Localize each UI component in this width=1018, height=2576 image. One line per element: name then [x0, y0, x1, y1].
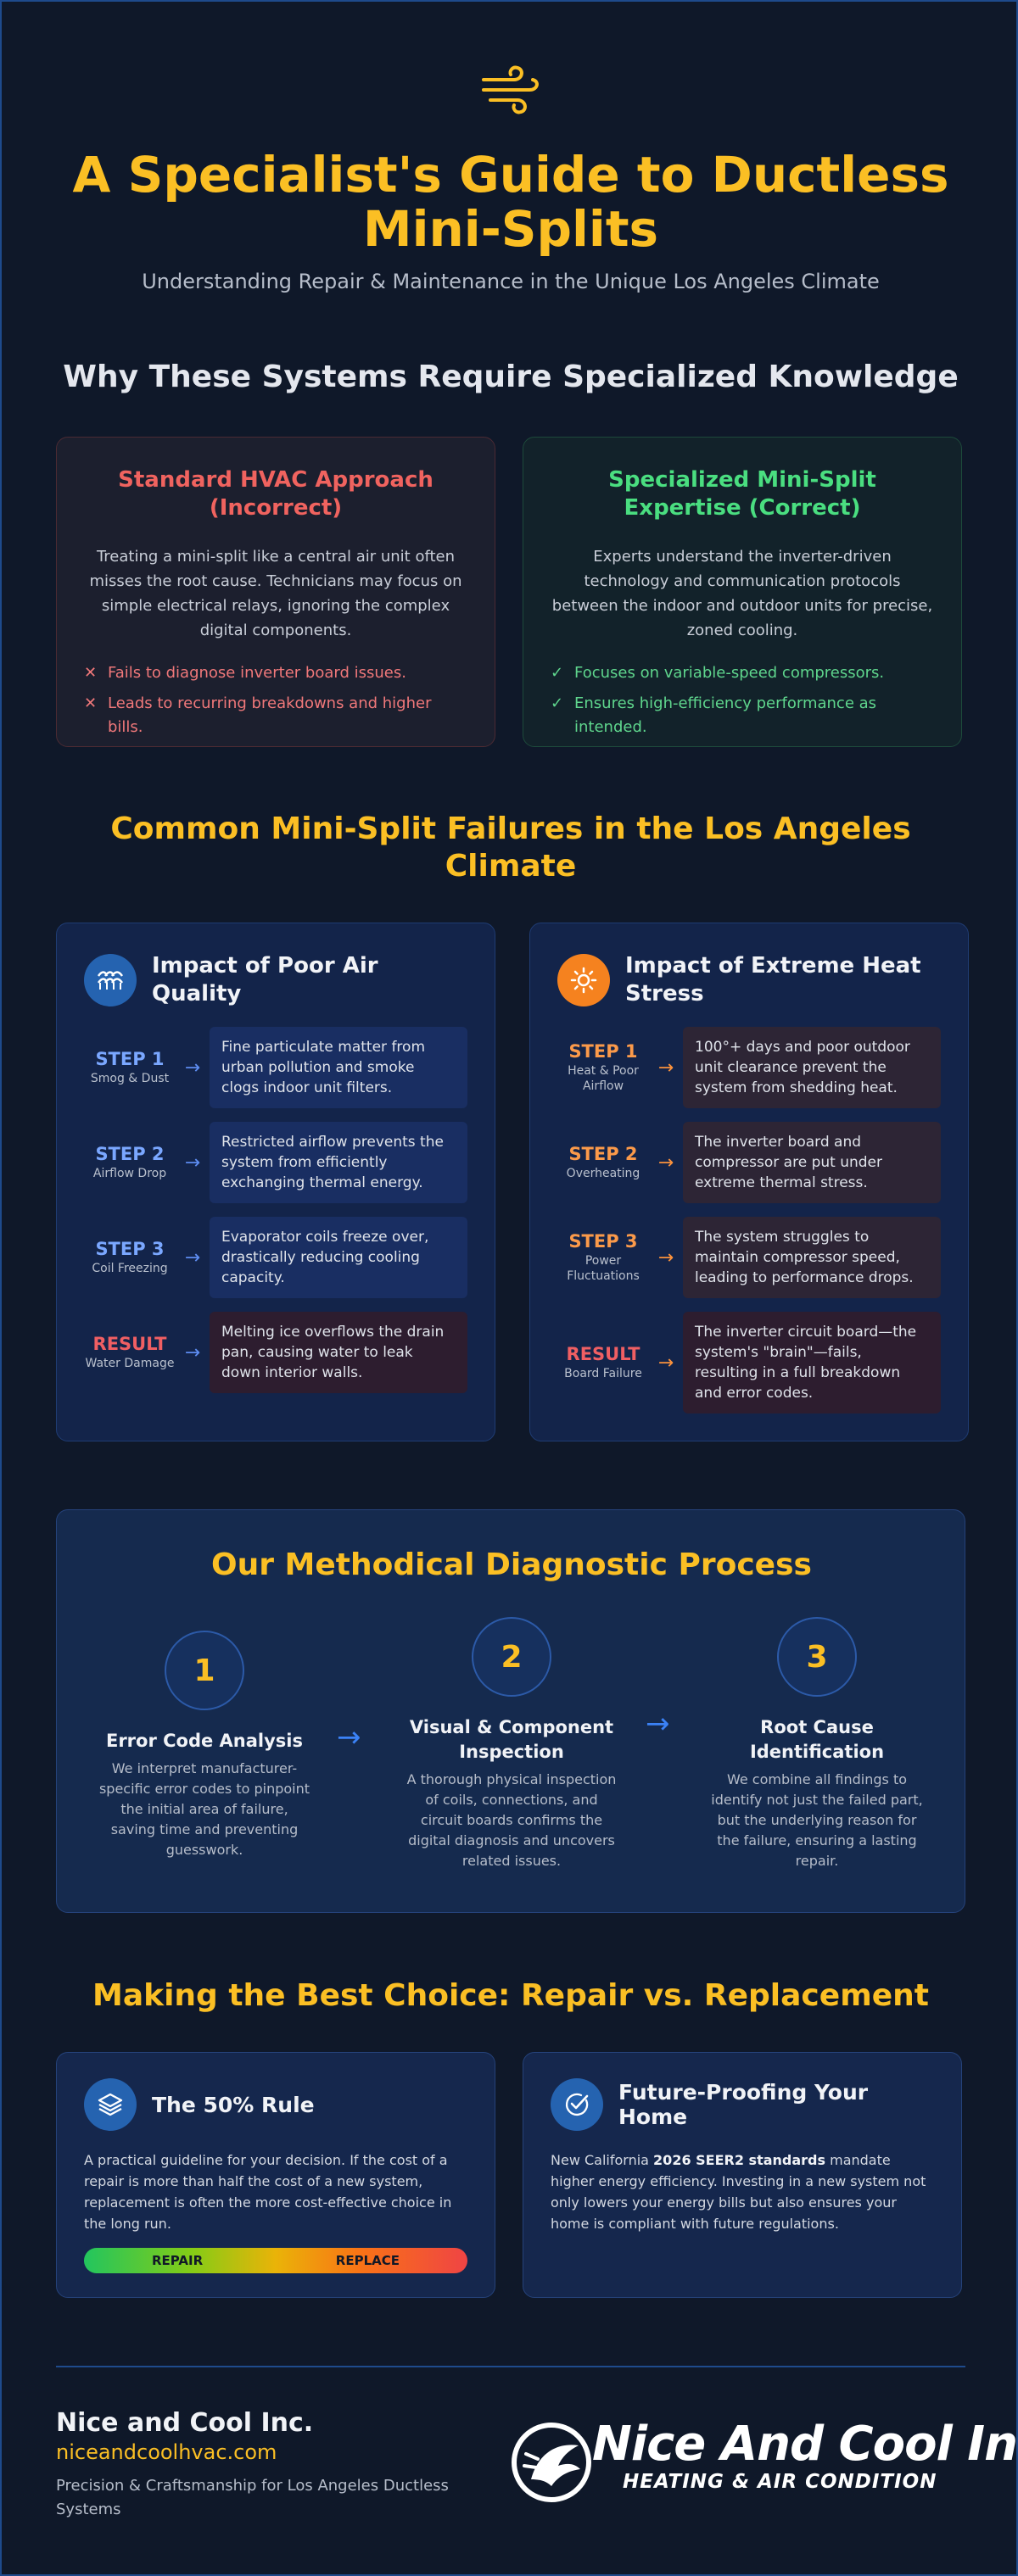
diagnostic-heading: Our Methodical Diagnostic Process: [211, 1547, 812, 1582]
arrow-right-icon: →: [657, 1057, 674, 1079]
footer-website-link[interactable]: niceandcoolhvac.com: [56, 2440, 277, 2464]
why-heading: Why These Systems Require Specialized Kn…: [63, 360, 959, 394]
specialized-expertise-points: ✓Focuses on variable-speed compressors. …: [551, 661, 934, 739]
check-circle-icon: [551, 2078, 603, 2131]
repair-replace-scale: REPAIR REPLACE: [84, 2248, 467, 2273]
check-icon: ✓: [551, 694, 564, 712]
arrow-right-icon: →: [184, 1057, 201, 1079]
failures-heading: Common Mini-Split Failures in the Los An…: [110, 811, 911, 884]
arrow-right-icon: →: [184, 1341, 201, 1363]
specialized-expertise-title: Specialized Mini-Split Expertise (Correc…: [608, 467, 876, 521]
arrow-right-icon: →: [184, 1246, 201, 1268]
heat-stress-title: Impact of Extreme Heat Stress: [625, 953, 921, 1006]
step-number-badge: 2: [472, 1617, 551, 1697]
air-quality-title: Impact of Poor Air Quality: [152, 953, 378, 1006]
page-title: A Specialist's Guide to Ductless Mini-Sp…: [72, 146, 949, 258]
cross-icon: ✕: [84, 694, 98, 712]
list-item: ✕Fails to diagnose inverter board issues…: [84, 661, 467, 685]
fifty-percent-rule-title: The 50% Rule: [152, 2092, 315, 2117]
footer-tagline: Precision & Craftsmanship for Los Angele…: [56, 2477, 449, 2518]
specialized-expertise-description: Experts understand the inverter-driven t…: [551, 548, 933, 639]
arrow-right-icon: →: [657, 1352, 674, 1374]
arrow-right-icon: →: [646, 1707, 670, 1741]
sun-icon: [557, 954, 610, 1006]
logo-wordmark: Nice And Cool Inc.: [592, 2417, 1018, 2472]
logo-emblem-icon: [512, 2423, 591, 2502]
arrow-right-icon: →: [337, 1720, 361, 1754]
step-number-badge: 3: [777, 1617, 857, 1697]
logo-subtext: HEATING & AIR CONDITION: [623, 2471, 937, 2493]
wind-icon: [482, 65, 539, 114]
scale-repair-label: REPAIR: [152, 2253, 204, 2268]
standard-approach-description: Treating a mini-split like a central air…: [89, 548, 462, 639]
fifty-percent-rule-card: The 50% Rule A practical guideline for y…: [56, 2052, 495, 2298]
diagnostic-step-2: 2 Visual & Component Inspection A thorou…: [406, 1617, 618, 1871]
diagnostic-step-1: 1 Error Code Analysis We interpret manuf…: [98, 1631, 310, 1860]
footer-divider: [56, 2366, 965, 2367]
diagnostic-process-card: Our Methodical Diagnostic Process 1 Erro…: [56, 1509, 965, 1913]
fifty-percent-rule-text: A practical guideline for your decision.…: [84, 2152, 452, 2232]
choice-heading: Making the Best Choice: Repair vs. Repla…: [92, 1978, 929, 2013]
standard-approach-points: ✕Fails to diagnose inverter board issues…: [84, 661, 467, 739]
standard-approach-card: Standard HVAC Approach (Incorrect) Treat…: [56, 437, 495, 747]
arrow-right-icon: →: [657, 1246, 674, 1268]
page-subtitle: Understanding Repair & Maintenance in th…: [142, 270, 880, 293]
layers-icon: [84, 2078, 137, 2131]
future-proofing-card: Future-Proofing Your Home New California…: [523, 2052, 962, 2298]
cross-icon: ✕: [84, 664, 98, 682]
air-waves-icon: [84, 954, 137, 1006]
diagnostic-step-3: 3 Root Cause Identification We combine a…: [711, 1617, 923, 1871]
footer-company-name: Nice and Cool Inc.: [56, 2408, 314, 2438]
arrow-right-icon: →: [184, 1151, 201, 1174]
check-icon: ✓: [551, 664, 564, 682]
future-proofing-title: Future-Proofing Your Home: [618, 2080, 869, 2129]
list-item: ✓Focuses on variable-speed compressors.: [551, 661, 934, 685]
scale-replace-label: REPLACE: [335, 2253, 400, 2268]
list-item: ✕Leads to recurring breakdowns and highe…: [84, 692, 467, 739]
company-logo: Nice And Cool Inc. HEATING & AIR CONDITI…: [509, 2417, 1018, 2510]
future-proofing-text: New California 2026 SEER2 standards mand…: [551, 2152, 926, 2232]
arrow-right-icon: →: [657, 1151, 674, 1174]
standard-approach-title: Standard HVAC Approach (Incorrect): [118, 467, 433, 521]
step-number-badge: 1: [165, 1631, 244, 1710]
list-item: ✓Ensures high-efficiency performance as …: [551, 692, 934, 739]
specialized-expertise-card: Specialized Mini-Split Expertise (Correc…: [523, 437, 962, 747]
